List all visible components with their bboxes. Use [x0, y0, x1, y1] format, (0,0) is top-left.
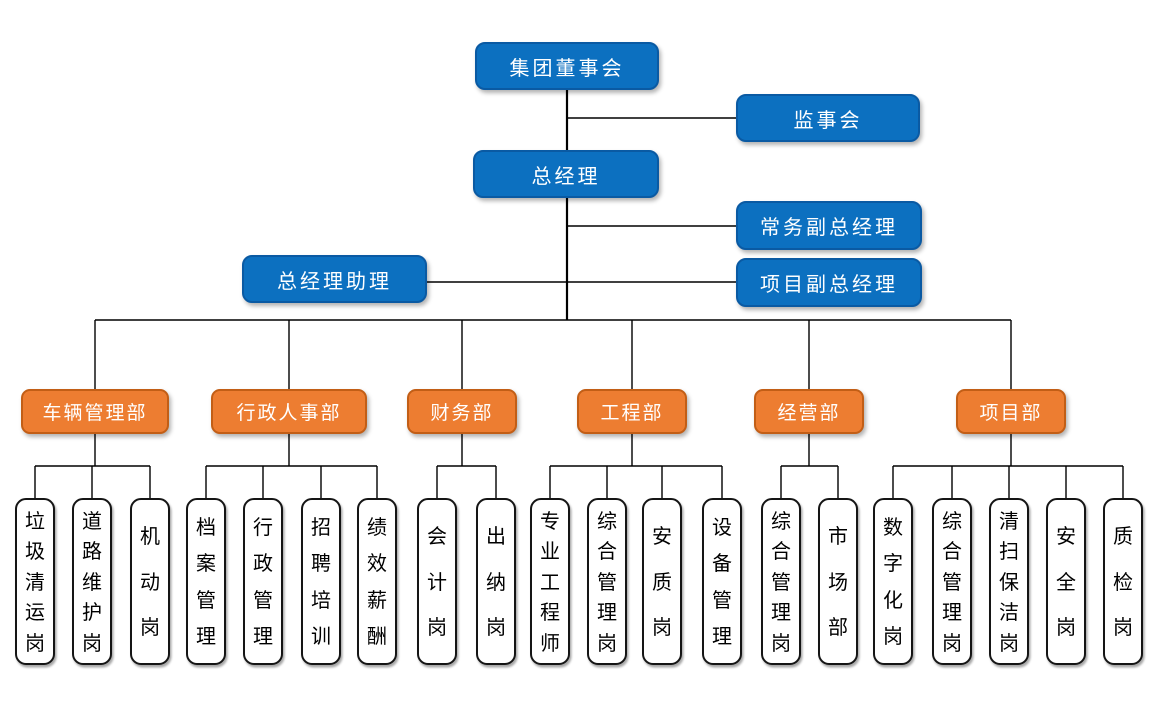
post-box: 数字化岗 — [873, 498, 913, 665]
post-label: 机动岗 — [140, 523, 160, 640]
dept-business: 经营部 — [754, 389, 864, 434]
post-label: 安质岗 — [652, 523, 672, 640]
post-label: 综合管理岗 — [597, 508, 617, 655]
node-executive-deputy-gm: 常务副总经理 — [736, 201, 922, 250]
post-label: 档案管理 — [196, 514, 216, 649]
post-label: 招聘培训 — [311, 514, 331, 649]
post-box: 设备管理 — [702, 498, 742, 665]
node-project-deputy-gm: 项目副总经理 — [736, 258, 922, 307]
post-box: 招聘培训 — [301, 498, 341, 665]
post-box: 质检岗 — [1103, 498, 1143, 665]
post-label: 清扫保洁岗 — [999, 508, 1019, 655]
post-box: 行政管理 — [243, 498, 283, 665]
post-label: 会计岗 — [427, 523, 447, 640]
post-box: 市场部 — [818, 498, 858, 665]
post-box: 会计岗 — [417, 498, 457, 665]
node-general-manager: 总经理 — [473, 150, 659, 198]
post-box: 机动岗 — [130, 498, 170, 665]
post-label: 设备管理 — [712, 514, 732, 649]
post-label: 安全岗 — [1056, 523, 1076, 640]
node-board-of-directors: 集团董事会 — [475, 42, 659, 90]
dept-admin-hr: 行政人事部 — [211, 389, 367, 434]
post-box: 安质岗 — [642, 498, 682, 665]
post-label: 出纳岗 — [486, 523, 506, 640]
post-label: 专业工程师 — [540, 508, 560, 655]
dept-vehicle-management: 车辆管理部 — [21, 389, 169, 434]
post-box: 综合管理岗 — [932, 498, 972, 665]
post-box: 综合管理岗 — [761, 498, 801, 665]
post-label: 行政管理 — [253, 514, 273, 649]
post-label: 综合管理岗 — [771, 508, 791, 655]
post-box: 专业工程师 — [530, 498, 570, 665]
post-box: 安全岗 — [1046, 498, 1086, 665]
post-label: 垃圾清运岗 — [25, 508, 45, 655]
post-label: 绩效薪酬 — [367, 514, 387, 649]
post-box: 出纳岗 — [476, 498, 516, 665]
post-label: 道路维护岗 — [82, 508, 102, 655]
post-box: 绩效薪酬 — [357, 498, 397, 665]
post-box: 道路维护岗 — [72, 498, 112, 665]
post-box: 清扫保洁岗 — [989, 498, 1029, 665]
post-box: 综合管理岗 — [587, 498, 627, 665]
node-supervisory-board: 监事会 — [736, 94, 920, 142]
post-label: 综合管理岗 — [942, 508, 962, 655]
dept-finance: 财务部 — [407, 389, 517, 434]
post-label: 市场部 — [828, 523, 848, 640]
post-label: 数字化岗 — [883, 514, 903, 649]
post-label: 质检岗 — [1113, 523, 1133, 640]
dept-project: 项目部 — [956, 389, 1066, 434]
post-box: 档案管理 — [186, 498, 226, 665]
post-box: 垃圾清运岗 — [15, 498, 55, 665]
node-gm-assistant: 总经理助理 — [242, 255, 427, 303]
dept-engineering: 工程部 — [577, 389, 687, 434]
